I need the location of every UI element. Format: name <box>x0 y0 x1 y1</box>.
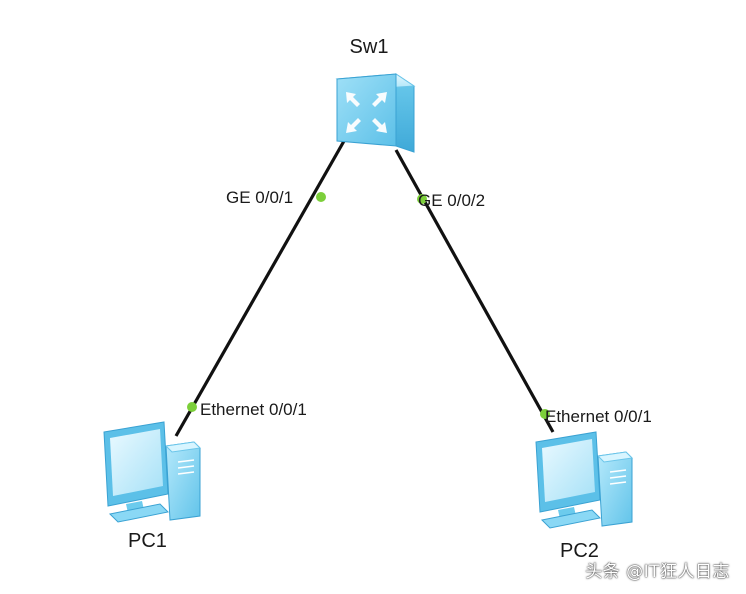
link-sw1-pc1 <box>174 140 346 437</box>
port-dot-pc2-eth001[interactable] <box>540 409 550 419</box>
switch-label: Sw1 <box>350 36 389 58</box>
port-label-sw1-ge001: GE 0/0/1 <box>226 188 293 207</box>
pc-icon <box>535 431 634 529</box>
port-label-sw1-ge002: GE 0/0/2 <box>418 191 485 210</box>
port-dot-sw1-ge002[interactable] <box>417 194 427 204</box>
port-label-pc1-eth001: Ethernet 0/0/1 <box>200 400 307 419</box>
switch-icon <box>335 73 416 153</box>
pc2-node[interactable] <box>535 431 634 529</box>
port-dot-sw1-ge001[interactable] <box>316 192 326 202</box>
port-dot-pc1-eth001[interactable] <box>187 402 197 412</box>
pc2-label: PC2 <box>560 540 599 562</box>
watermark: 头条 @IT狂人日志 <box>585 562 730 582</box>
pc-icon <box>103 421 202 523</box>
pc1-label: PC1 <box>128 530 167 552</box>
pc1-node[interactable] <box>103 421 202 523</box>
switch-node[interactable]: Sw1 <box>335 36 416 153</box>
port-label-pc2-eth001: Ethernet 0/0/1 <box>545 407 652 426</box>
